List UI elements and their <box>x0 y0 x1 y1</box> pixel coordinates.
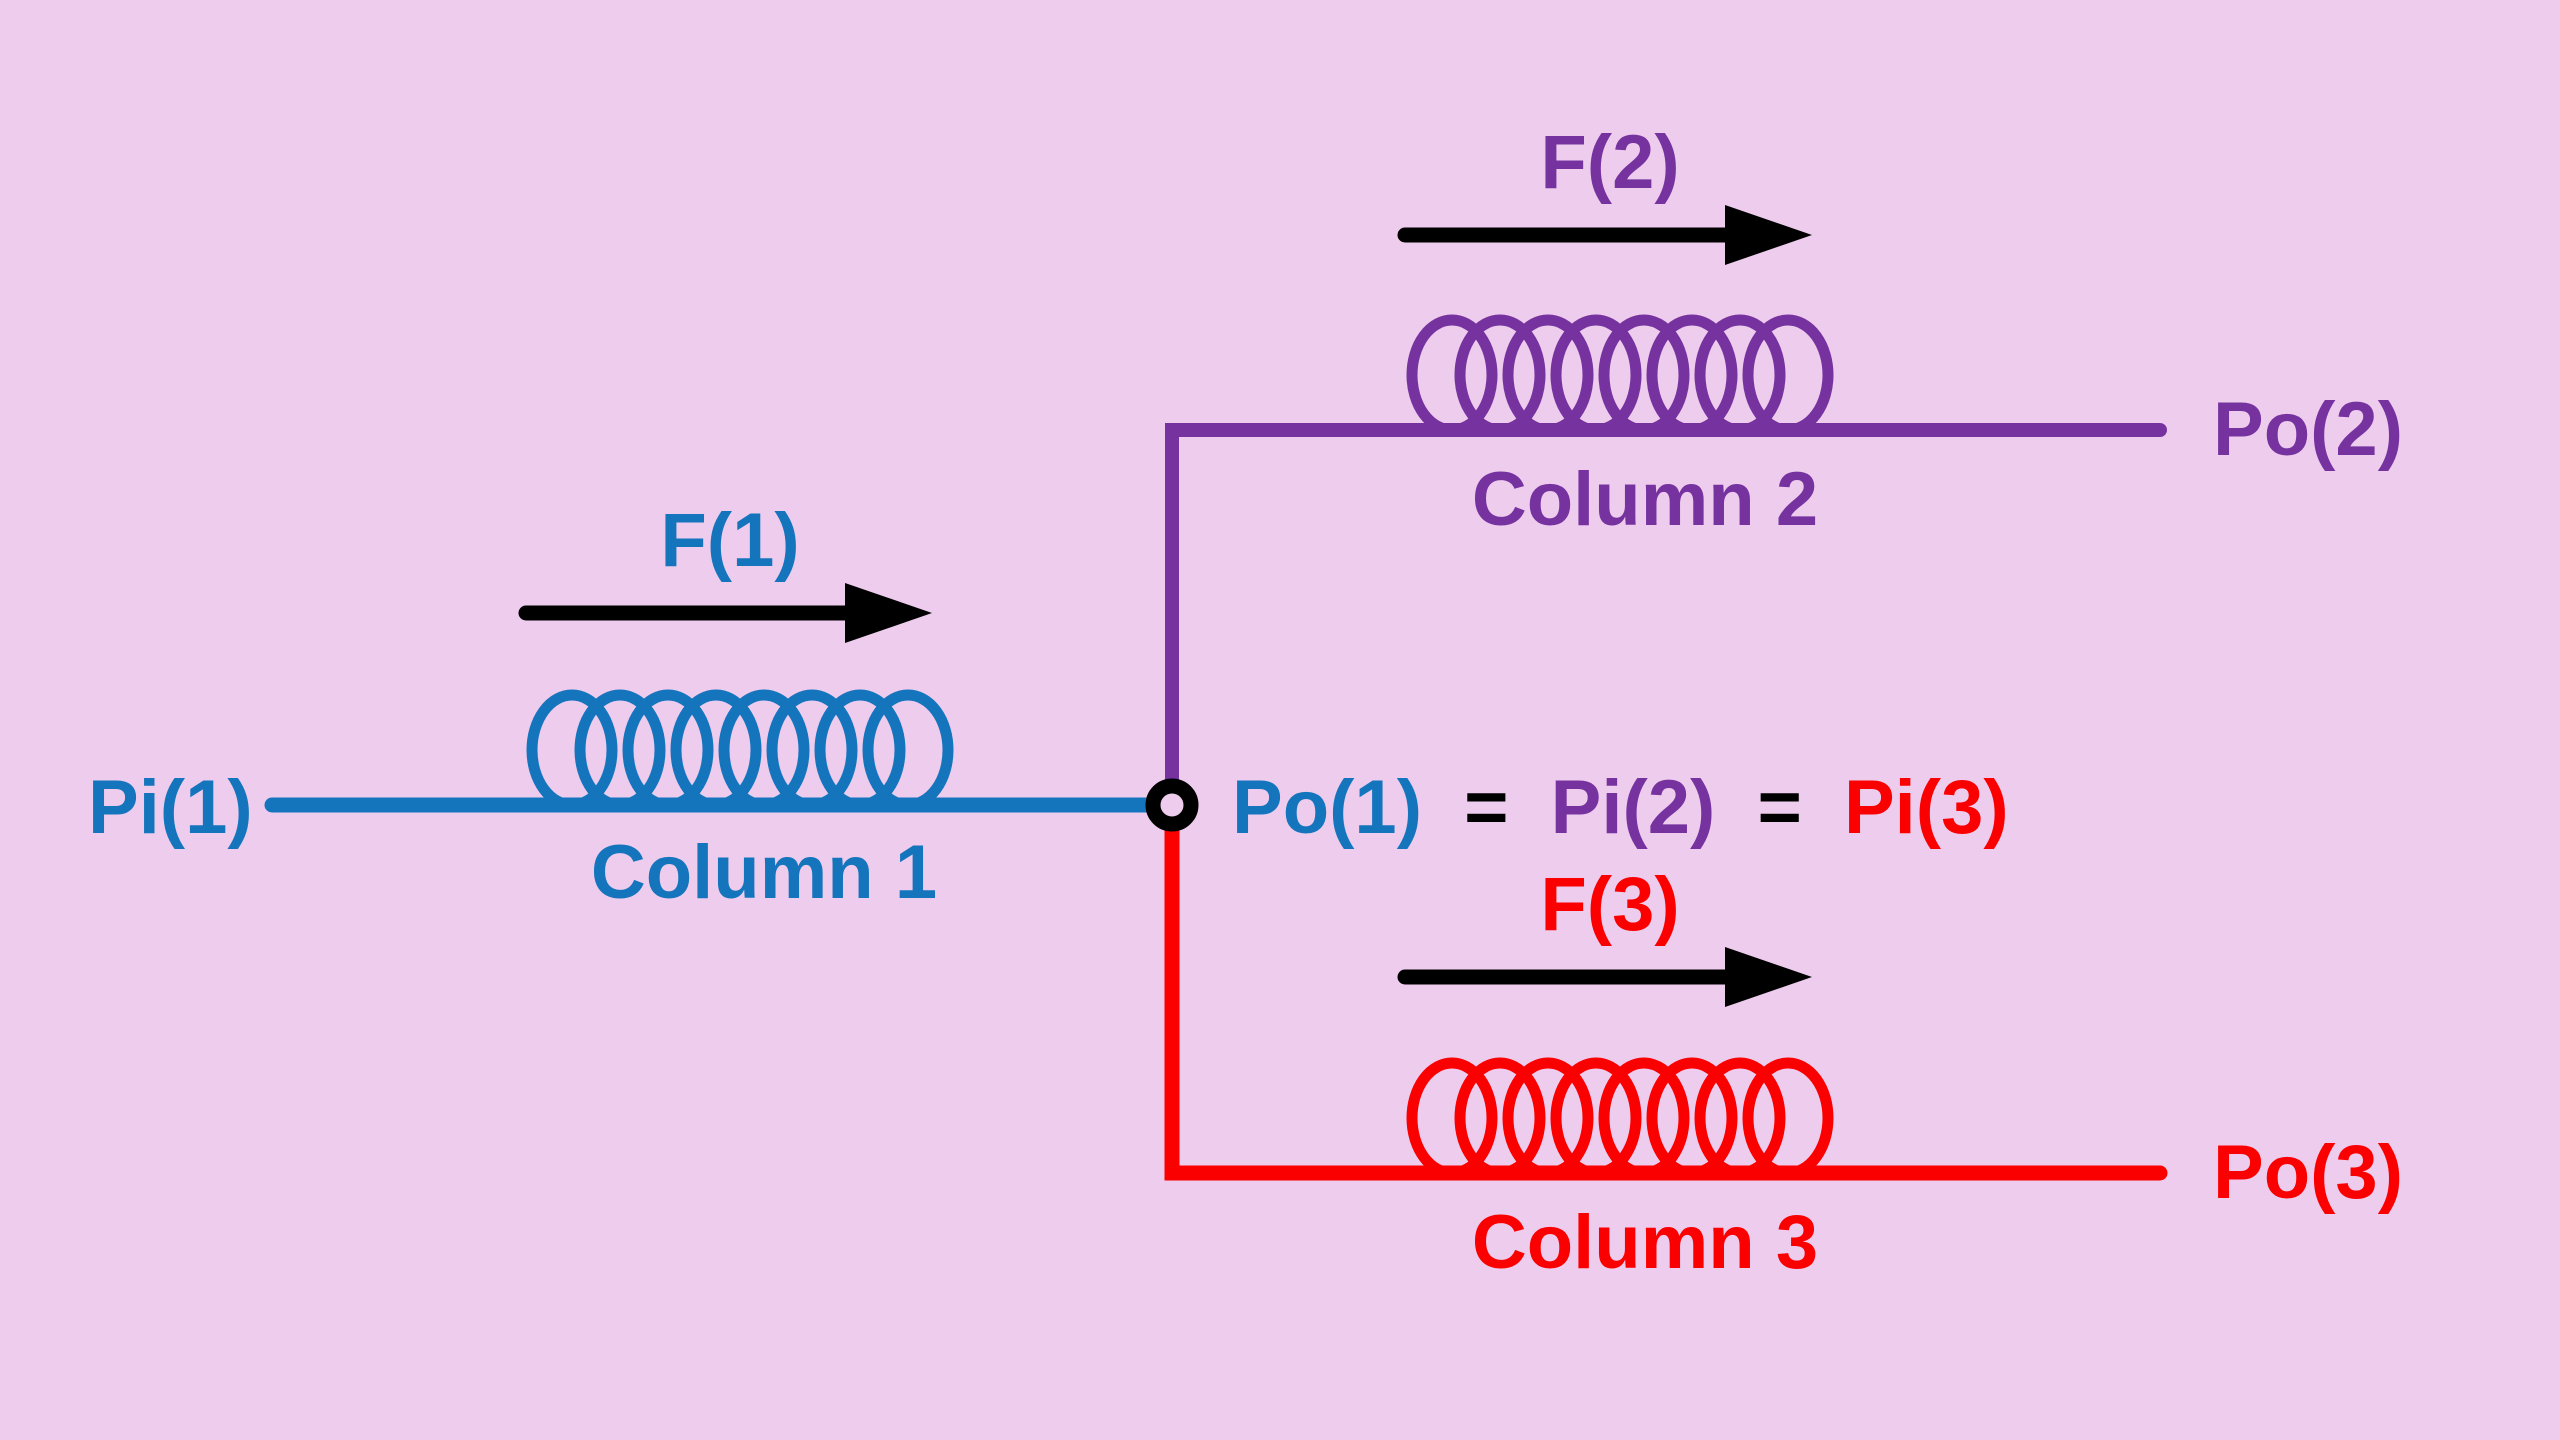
coil-loop <box>670 689 762 811</box>
flow-3-label: F(3) <box>1540 862 1679 947</box>
arrow-head <box>1725 205 1812 265</box>
flow-2-label: F(2) <box>1540 120 1679 205</box>
equals-sign: = <box>1757 765 1801 850</box>
flow-3-arrow-icon <box>1397 947 1812 1007</box>
coil-loop <box>1742 1057 1834 1179</box>
column3-coil-icon <box>1406 1057 1834 1179</box>
outlet-pressure-2-label: Po(2) <box>2213 387 2403 472</box>
coil-loop <box>1598 314 1690 436</box>
coil-loop <box>862 689 954 811</box>
top-branch <box>1165 314 2167 786</box>
bottom-branch <box>1164 823 2168 1181</box>
junction-inlet3-label: Pi(3) <box>1844 765 2009 850</box>
column-1-label: Column 1 <box>591 830 937 915</box>
coil-loop <box>1742 314 1834 436</box>
column2-tube-line <box>1165 423 2167 786</box>
coil-loop <box>1598 1057 1690 1179</box>
coil-loop <box>1454 1057 1546 1179</box>
coil-loop <box>526 689 618 811</box>
coil-loop <box>1646 314 1738 436</box>
flow-2-arrow-icon <box>1397 205 1812 265</box>
equals-sign: = <box>1464 765 1508 850</box>
coil-loop <box>814 689 906 811</box>
arrow-head <box>1725 947 1812 1007</box>
coil-loop <box>1406 314 1498 436</box>
coil-loop <box>1502 1057 1594 1179</box>
flow-1-label: F(1) <box>660 498 799 583</box>
arrow-head <box>845 583 932 643</box>
coil-loop <box>622 689 714 811</box>
column1-coil-icon <box>526 689 954 811</box>
coil-loop <box>1454 314 1546 436</box>
coil-loop <box>1646 1057 1738 1179</box>
junction-node-icon <box>1145 778 1199 832</box>
junction-inlet2-label: Pi(2) <box>1551 765 1716 850</box>
column-3-label: Column 3 <box>1472 1200 1818 1285</box>
main-branch <box>264 689 1155 813</box>
junction-outlet1-label: Po(1) <box>1232 765 1422 850</box>
coil-loop <box>718 689 810 811</box>
coil-loop <box>1550 1057 1642 1179</box>
coil-loop <box>1550 314 1642 436</box>
column3-tube-line <box>1164 823 2168 1181</box>
coil-loop <box>574 689 666 811</box>
column-2-label: Column 2 <box>1472 457 1818 542</box>
coil-loop <box>1406 1057 1498 1179</box>
coil-loop <box>766 689 858 811</box>
coil-loop <box>1502 314 1594 436</box>
junction-pressure-equation: Po(1) = Pi(2) = Pi(3) <box>1232 765 2009 850</box>
coil-loop <box>1694 314 1786 436</box>
coil-loop <box>1694 1057 1786 1179</box>
column2-coil-icon <box>1406 314 1834 436</box>
flow-1-arrow-icon <box>518 583 932 643</box>
inlet-pressure-1-label: Pi(1) <box>88 765 253 850</box>
outlet-pressure-3-label: Po(3) <box>2213 1130 2403 1215</box>
